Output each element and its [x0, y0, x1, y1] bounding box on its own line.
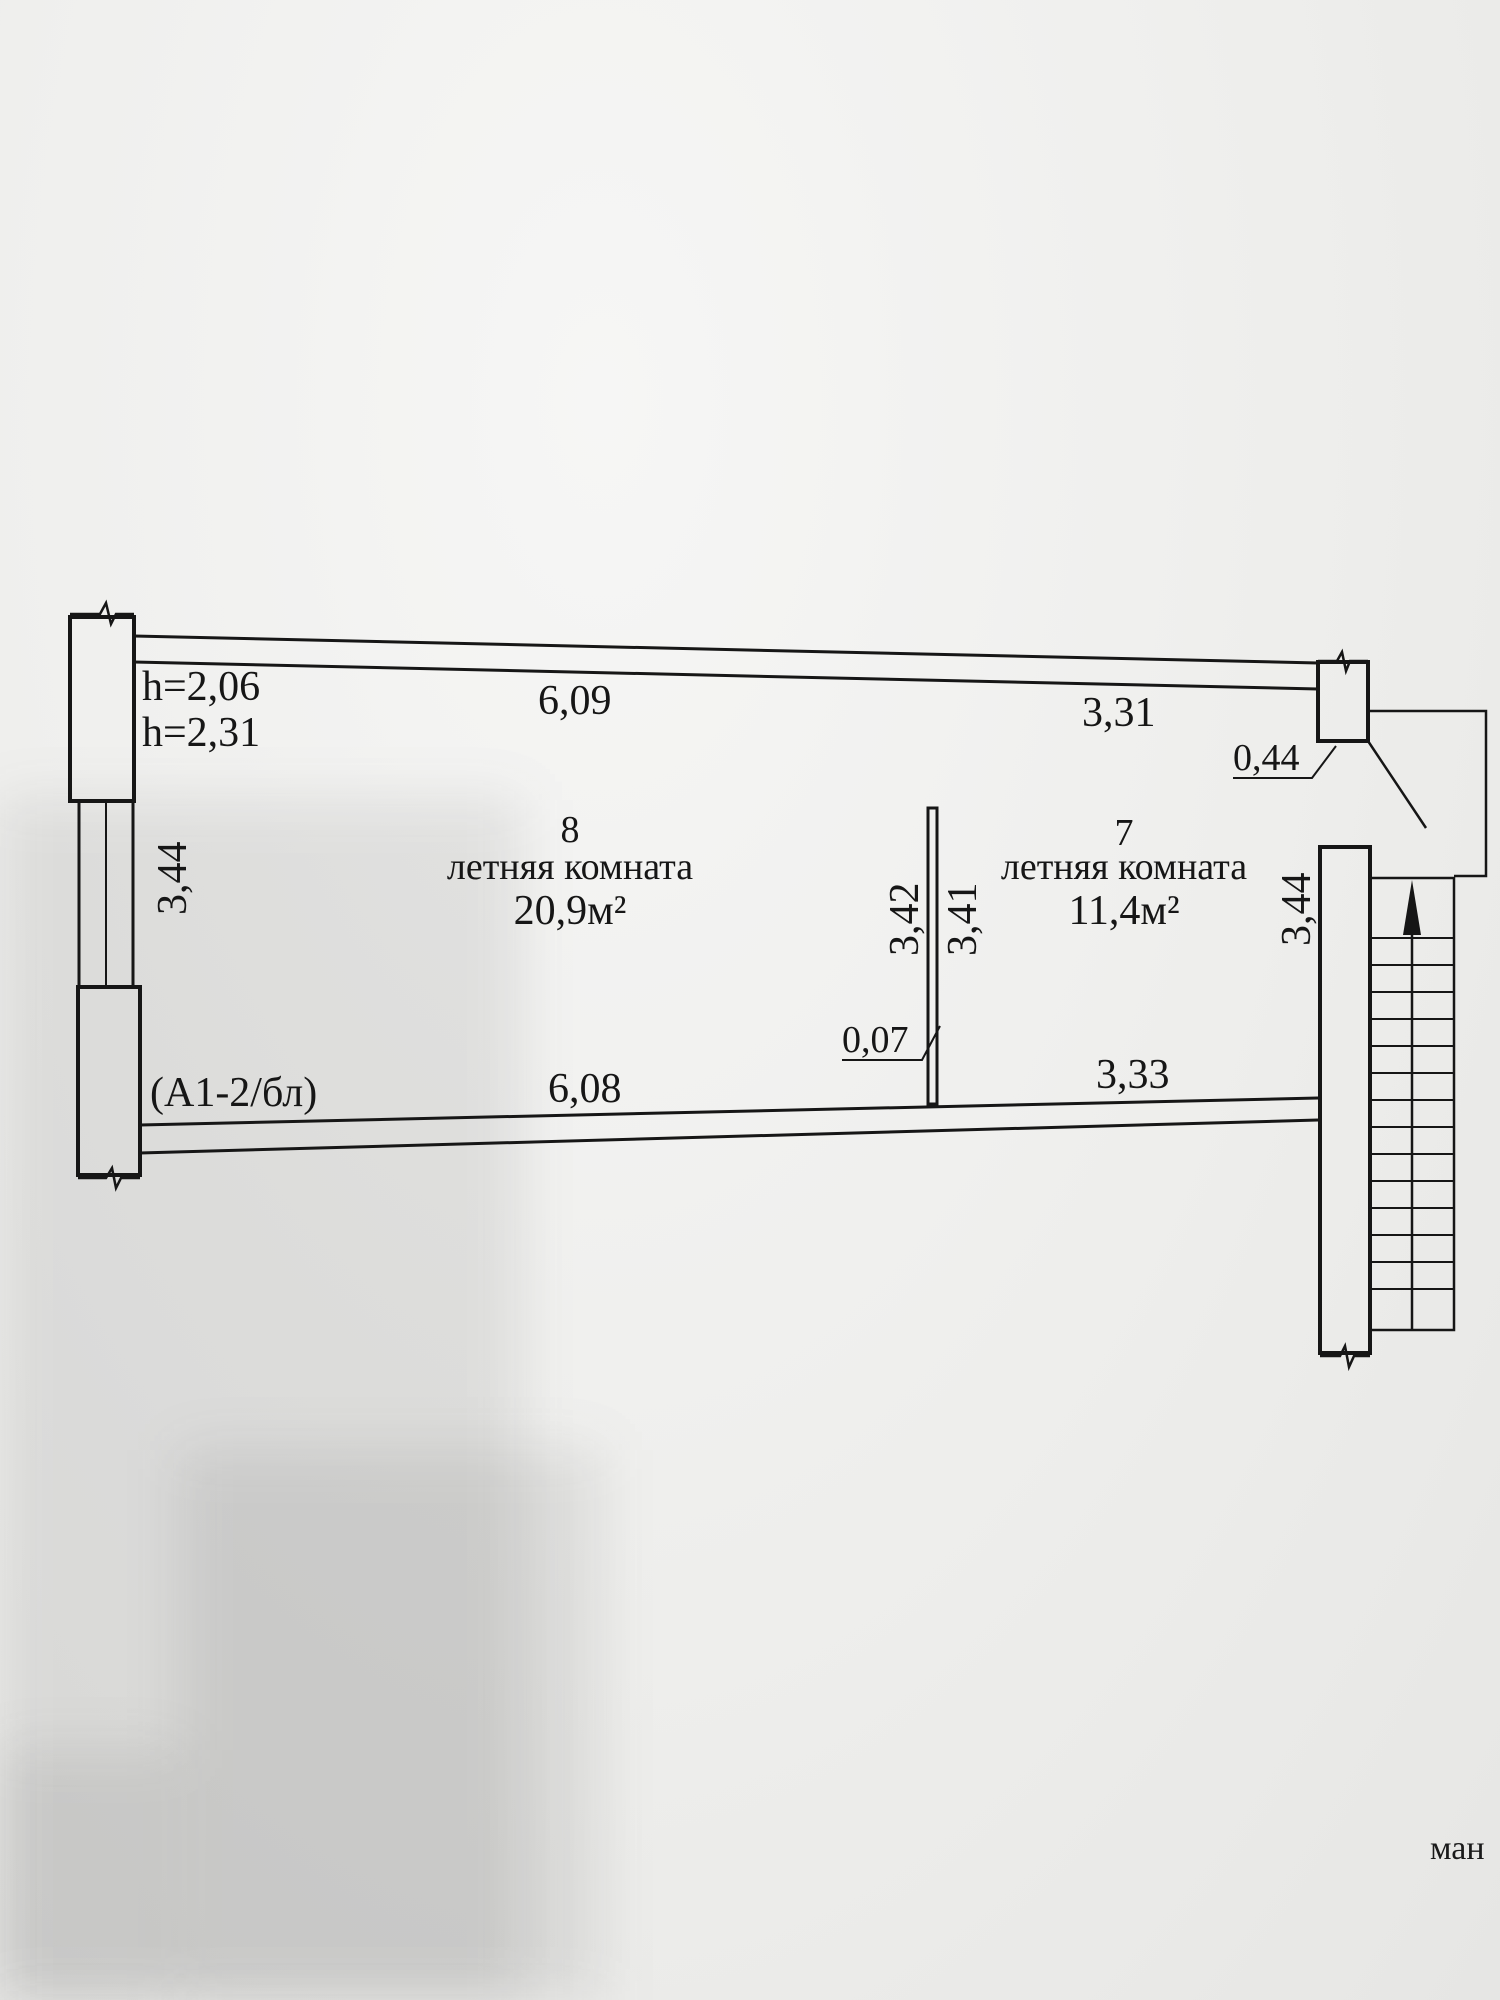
- left-wall-upper: [68, 615, 136, 803]
- cropped-page-text: ман: [1430, 1830, 1485, 1867]
- break-mark: [1320, 1342, 1370, 1372]
- left-wall-lower: [76, 985, 142, 1177]
- break-mark: [1318, 648, 1368, 676]
- leader-line-044: [1233, 745, 1337, 779]
- break-mark: [70, 599, 134, 628]
- height-label-2: h=2,31: [142, 710, 260, 756]
- corner-column: [1316, 660, 1370, 743]
- top-wall-inner: [133, 660, 1319, 691]
- dim-partition-right: 3,41: [940, 883, 986, 957]
- top-wall-outer: [133, 634, 1319, 665]
- right-wall: [1318, 845, 1372, 1355]
- bottom-wall-inner: [139, 1096, 1319, 1127]
- room-7-area: 11,4м²: [1068, 888, 1179, 934]
- room-8-name: летняя комната: [447, 846, 693, 888]
- axis-label: (А1-2/бл): [150, 1070, 317, 1116]
- leader-line-007: [842, 1025, 941, 1061]
- room-8-number: 8: [561, 809, 580, 851]
- bottom-wall-outer: [139, 1118, 1319, 1155]
- partition-wall: [926, 806, 939, 1106]
- dim-bottom-right: 3,33: [1096, 1052, 1170, 1098]
- stair-landing: [1368, 709, 1488, 878]
- dim-bottom-left: 6,08: [548, 1066, 622, 1112]
- stair-arrow-icon: [1403, 880, 1421, 935]
- dim-partition-thickness: 0,07: [842, 1019, 909, 1061]
- room-7-name: летняя комната: [1001, 846, 1247, 888]
- dim-top-left: 6,09: [538, 678, 612, 724]
- room-8-area: 20,9м²: [514, 888, 627, 934]
- break-mark: [78, 1164, 140, 1192]
- room-7-number: 7: [1115, 812, 1134, 854]
- dim-left-wall: 3,44: [150, 842, 196, 916]
- height-label-1: h=2,06: [142, 664, 260, 710]
- dim-top-right: 3,31: [1082, 690, 1156, 736]
- dim-partition-left: 3,42: [882, 883, 928, 957]
- door-swing: [1366, 740, 1428, 829]
- dim-corner-wall: 0,44: [1233, 737, 1300, 779]
- dim-right-wall: 3,44: [1274, 873, 1320, 947]
